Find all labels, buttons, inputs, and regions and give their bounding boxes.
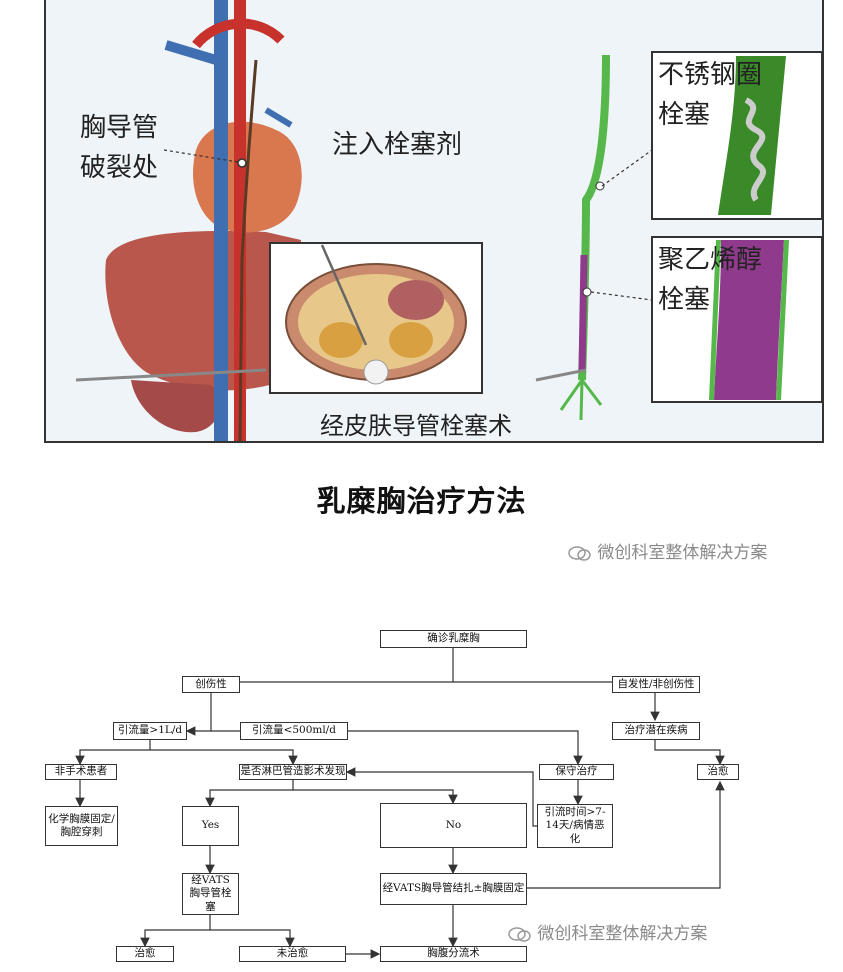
liver-shape	[105, 230, 301, 391]
inject-label: 注入栓塞剂	[332, 130, 463, 160]
node-not-cured: 未治愈	[239, 946, 346, 962]
aortic-arch	[192, 18, 285, 49]
node-spontaneous: 自发性/非创伤性	[612, 676, 700, 693]
node-drain-gt: 引流量>1L/d	[113, 722, 187, 740]
anatomy-drawing	[75, 0, 822, 441]
node-vats-embol: 经VATS胸导管栓塞	[182, 873, 239, 915]
node-chem-pleurodesis: 化学胸膜固定/胸腔穿刺	[45, 806, 118, 846]
procedure-label: 经皮肤导管栓塞术	[320, 412, 512, 440]
steel-coil	[744, 97, 766, 202]
watermark-bottom: 微创科室整体解决方案	[508, 919, 707, 944]
pva-segment	[578, 254, 588, 371]
pva-label-line1: 聚乙烯醇	[658, 245, 763, 275]
thoracic-duct-embolization-illustration: 胸导管 破裂处 注入栓塞剂 不锈钢圈 栓塞 聚乙烯醇 栓塞 经皮肤导管栓塞术	[44, 0, 824, 443]
coil-duct-section	[718, 56, 786, 215]
vena-cava	[214, 0, 228, 441]
coil-leader-line	[601, 149, 653, 187]
rupture-label-line2: 破裂处	[80, 153, 159, 183]
node-vats-ligation: 经VATS胸导管结扎±胸膜固定	[380, 873, 527, 905]
watermark-text-top: 微创科室整体解决方案	[597, 543, 768, 563]
pulmonary-vessel	[264, 107, 293, 128]
aorta	[234, 0, 246, 441]
node-drain-long: 引流时间>7-14天/病情恶化	[537, 804, 613, 848]
rupture-leader-line	[163, 149, 239, 163]
pva-duct-section	[714, 240, 784, 400]
watermark-top: 微创科室整体解决方案	[568, 538, 767, 563]
section-title: 乳糜胸治疗方法	[316, 484, 527, 518]
bowel	[388, 280, 444, 320]
brachiocephalic-vein	[164, 40, 218, 65]
pva-label: 聚乙烯醇 栓塞	[658, 240, 762, 320]
node-underlying: 治疗潜在疾病	[612, 722, 700, 740]
node-traumatic: 创伤性	[182, 676, 240, 693]
vertebra	[363, 359, 389, 385]
watermark-text-bottom: 微创科室整体解决方案	[537, 924, 708, 944]
node-non-surgical: 非手术患者	[45, 764, 117, 780]
rupture-label: 胸导管 破裂处	[80, 108, 158, 188]
kidney-right	[389, 322, 433, 358]
wechat-icon	[568, 545, 592, 561]
node-no: No	[380, 803, 527, 848]
node-cured-right: 治愈	[697, 764, 739, 780]
gallbladder-shape	[131, 380, 220, 433]
node-drain-lt: 引流量<500ml/d	[240, 722, 348, 740]
rupture-label-line1: 胸导管	[80, 113, 159, 143]
node-cured-left: 治愈	[116, 946, 174, 962]
coil-label-line1: 不锈钢圈	[658, 60, 763, 90]
right-catheter	[535, 368, 587, 382]
node-shunt: 胸腹分流术	[380, 946, 527, 962]
node-conservative: 保守治疗	[539, 764, 614, 780]
catheter-needle	[75, 368, 267, 382]
thoracic-duct	[238, 59, 258, 441]
pva-label-line2: 栓塞	[658, 285, 711, 315]
node-lymph-imaging: 是否淋巴管造影术发现	[239, 764, 347, 780]
pva-leader-line	[590, 291, 653, 301]
inset-needle	[320, 244, 368, 346]
duct-branches	[559, 379, 603, 421]
coil-label-line2: 栓塞	[658, 100, 711, 130]
wechat-icon-bottom	[508, 926, 532, 942]
kidney-left	[319, 322, 363, 358]
coil-label: 不锈钢圈 栓塞	[658, 55, 762, 135]
coil-pointer-dot	[595, 181, 605, 191]
rupture-point-marker	[237, 158, 247, 168]
node-yes: Yes	[182, 806, 239, 846]
node-diagnosis: 确诊乳糜胸	[380, 630, 527, 648]
pva-duct-wall	[709, 240, 789, 400]
